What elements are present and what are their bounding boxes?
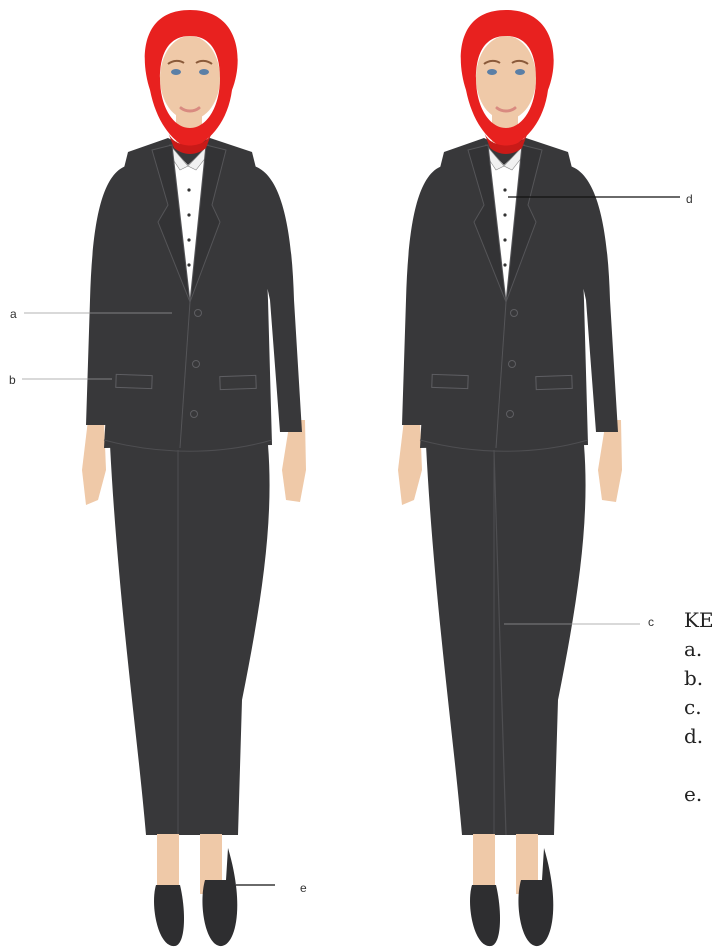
legend-item-c: c. — [684, 693, 714, 722]
legend-item-b: b. — [684, 664, 714, 693]
figure-right — [398, 10, 622, 946]
legend-item-d: d. — [684, 722, 714, 751]
callout-label-a: a — [10, 307, 17, 321]
legend-item-e: e. — [684, 780, 714, 809]
callout-label-e: e — [300, 881, 307, 895]
callout-label-d: d — [686, 192, 693, 206]
legend-spacer — [684, 751, 714, 780]
legend-title: KE — [684, 606, 714, 635]
figure-left — [82, 10, 306, 946]
legend-item-a: a. — [684, 635, 714, 664]
callout-label-c: c — [648, 615, 654, 629]
callout-label-b: b — [9, 373, 16, 387]
legend: KE a. b. c. d. e. — [684, 606, 714, 809]
